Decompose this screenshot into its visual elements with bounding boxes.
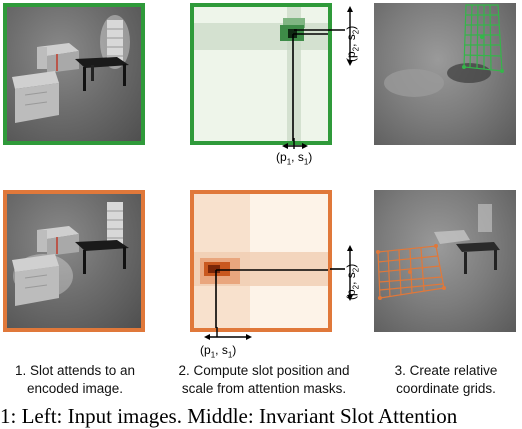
arrows-top bbox=[282, 6, 353, 149]
caption-step2: 2. Compute slot position and scale from … bbox=[178, 363, 350, 396]
scene-objects-bottom bbox=[12, 202, 129, 306]
caption-step1: 1. Slot attends to an encoded image. bbox=[14, 363, 136, 396]
coord-label-horizontal-top: (p1, s1) bbox=[276, 150, 313, 167]
input-image-bottom bbox=[3, 190, 145, 332]
attention-heatmap-bottom bbox=[194, 194, 328, 328]
relative-grid-image-top bbox=[374, 3, 516, 145]
attention-mask-bottom bbox=[190, 190, 332, 332]
scene-objects-top bbox=[12, 15, 130, 123]
relative-grid-image-bottom bbox=[374, 190, 516, 332]
coord-label-vertical-bottom: (p2, s2) bbox=[344, 263, 361, 300]
coordinate-grid-top bbox=[384, 4, 504, 97]
coordinate-grid-bottom bbox=[376, 204, 500, 300]
input-image-top bbox=[3, 3, 145, 145]
figure-caption-partial: 1: Left: Input images. Middle: Invariant… bbox=[0, 404, 458, 428]
coord-label-horizontal-bottom: (p1, s1) bbox=[200, 343, 237, 360]
attention-mask-top bbox=[190, 3, 332, 145]
attention-heatmap-top bbox=[194, 7, 328, 141]
caption-step3: 3. Create relative coordinate grids. bbox=[394, 363, 498, 396]
arrows-bottom bbox=[204, 245, 353, 340]
coord-label-vertical-top: (p2, s2) bbox=[344, 25, 361, 62]
